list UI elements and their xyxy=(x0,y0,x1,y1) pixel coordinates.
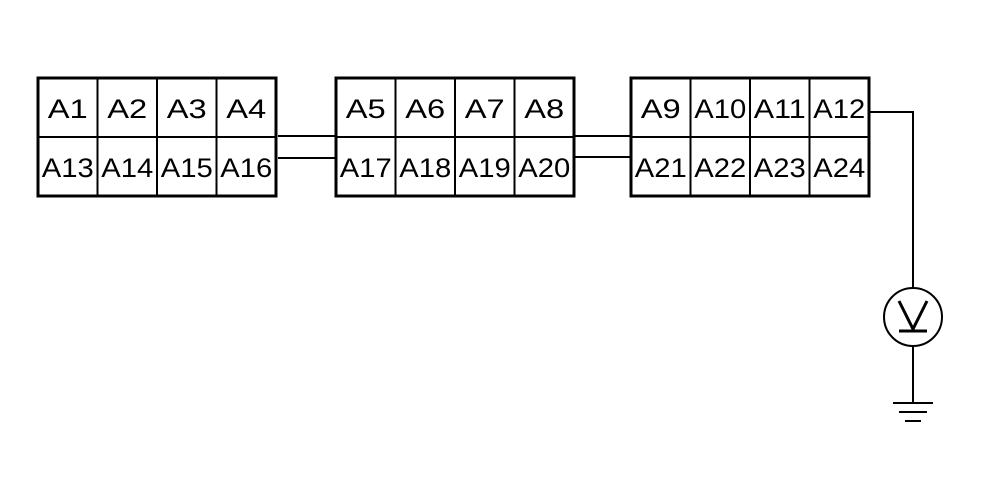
jumper-wires xyxy=(278,135,631,159)
pin-label-a2: A2 xyxy=(107,94,147,124)
pin-label-a3: A3 xyxy=(167,94,207,124)
pin-label-a9: A9 xyxy=(641,94,681,124)
pin-label-a22: A22 xyxy=(694,153,746,183)
pin-label-a5: A5 xyxy=(346,94,386,124)
pin-label-a17: A17 xyxy=(340,153,392,183)
pin-label-a7: A7 xyxy=(465,94,505,124)
pin-label-a12: A12 xyxy=(813,94,865,124)
voltmeter-icon xyxy=(883,287,943,347)
pin-label-a21: A21 xyxy=(635,153,687,183)
pin-label-a1: A1 xyxy=(48,94,88,124)
pin-label-a24: A24 xyxy=(813,153,865,183)
pin-label-a14: A14 xyxy=(101,153,153,183)
pin-label-a11: A11 xyxy=(754,94,806,124)
pin-label-a18: A18 xyxy=(399,153,451,183)
pin-label-a23: A23 xyxy=(754,153,806,183)
pin-label-a19: A19 xyxy=(459,153,511,183)
pin-label-a16: A16 xyxy=(220,153,272,183)
pin-label-a6: A6 xyxy=(405,94,445,124)
pin-label-a10: A10 xyxy=(694,94,746,124)
pin-label-a15: A15 xyxy=(161,153,213,183)
pin-label-a8: A8 xyxy=(524,94,564,124)
probe-lead-wire xyxy=(870,111,914,288)
pin-label-a4: A4 xyxy=(226,94,266,124)
pin-label-a13: A13 xyxy=(42,153,94,183)
ground-icon xyxy=(893,402,933,422)
pin-label-a20: A20 xyxy=(518,153,570,183)
